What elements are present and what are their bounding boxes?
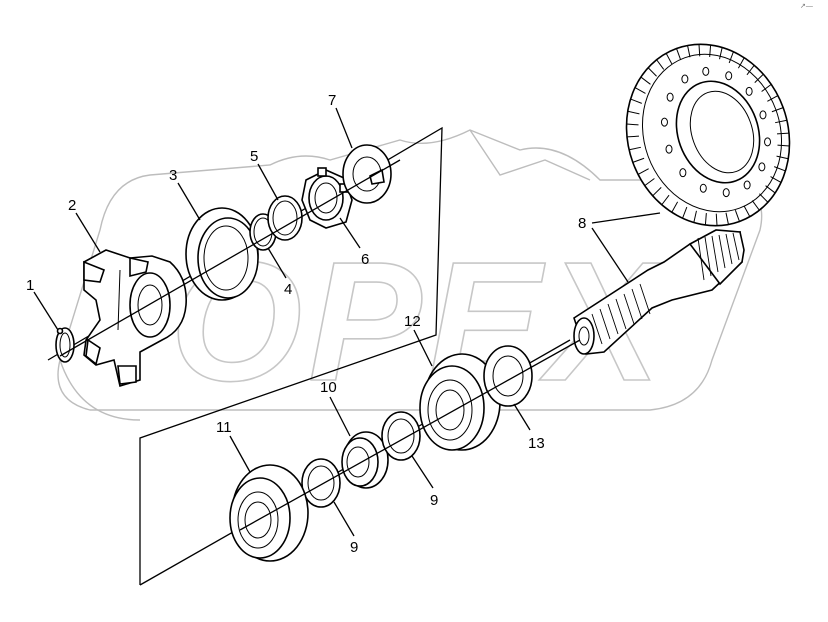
lock-washer-part: [342, 144, 392, 204]
callout-9-lower: 9: [350, 539, 358, 556]
leader-lines: [33, 107, 661, 537]
callout-5: 5: [250, 148, 258, 165]
slotted-nut-part: [301, 167, 353, 229]
pinion-shaft-part: [573, 229, 745, 355]
oil-seal-part: [185, 207, 259, 301]
callout-9-upper: 9: [430, 492, 438, 509]
shim-washer-part: [483, 345, 533, 407]
spacer-ring-upper-part: [381, 411, 421, 461]
callout-1: 1: [26, 277, 34, 294]
callout-8: 8: [578, 215, 586, 232]
callout-6: 6: [361, 251, 369, 268]
callout-4: 4: [284, 281, 292, 298]
callouts: 1 2 3 4 5 6 7 8 12 13 10 9 11 9: [26, 92, 586, 556]
flange-yoke-part: [83, 249, 187, 388]
shim-ring-part: [267, 195, 303, 241]
axis-lines: [59, 159, 581, 531]
callout-10: 10: [320, 379, 337, 396]
callout-2: 2: [68, 197, 76, 214]
bearing-12-part: [419, 353, 501, 451]
callout-7: 7: [328, 92, 336, 109]
callout-13: 13: [528, 435, 545, 452]
crown-wheel-part: [625, 43, 791, 227]
corner-mark: ↗—: [800, 3, 813, 10]
callout-11: 11: [216, 419, 232, 436]
bearing-11-part: [229, 464, 309, 562]
circlip-part: [55, 327, 75, 363]
callout-3: 3: [169, 167, 177, 184]
callout-12: 12: [404, 313, 421, 330]
spacer-ring-lower-part: [301, 458, 341, 508]
